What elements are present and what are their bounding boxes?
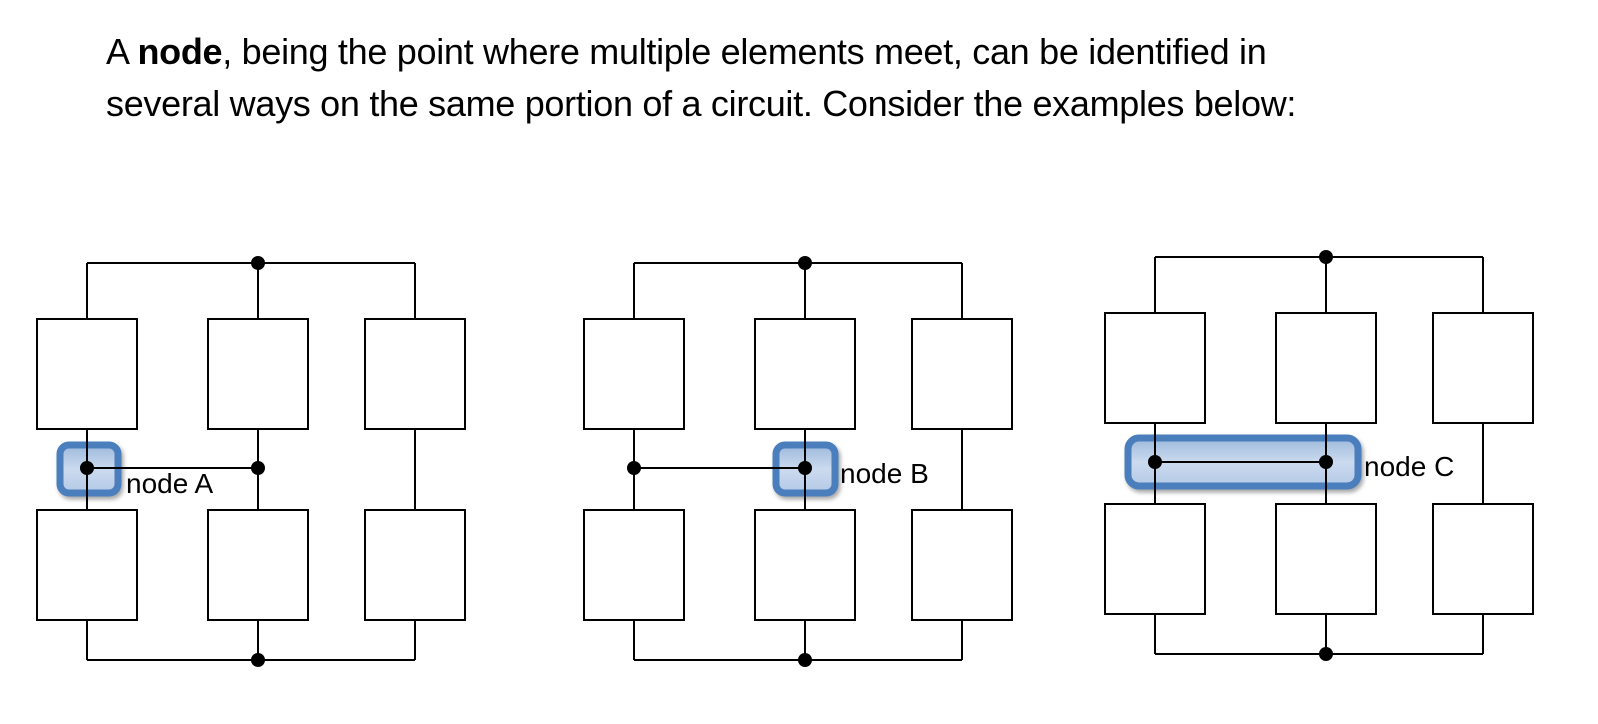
node-label: node A (126, 468, 214, 499)
circuit-diagram-node-a: node A (36, 256, 466, 667)
intro-line1: A node, being the point where multiple e… (106, 26, 1576, 78)
element-box (364, 318, 466, 430)
node-label: node C (1364, 451, 1454, 482)
element-box (1104, 503, 1206, 615)
junction-dot (627, 461, 641, 475)
circuit-diagram-node-b: node B (583, 256, 1013, 667)
junction-dot (1319, 250, 1333, 264)
intro-bold-term: node (137, 31, 223, 72)
element-box (911, 509, 1013, 621)
element-box (911, 318, 1013, 430)
intro-line2: several ways on the same portion of a ci… (106, 83, 1297, 124)
intro-text: A node, being the point where multiple e… (106, 26, 1576, 130)
element-box (1432, 312, 1534, 424)
intro-prefix: A (106, 31, 138, 72)
element-box (207, 318, 309, 430)
junction-dot (1319, 647, 1333, 661)
junction-dot (798, 461, 812, 475)
element-box (207, 509, 309, 621)
element-box (583, 509, 685, 621)
junction-dot (1148, 455, 1162, 469)
element-box (754, 318, 856, 430)
element-box (1104, 312, 1206, 424)
element-box (1432, 503, 1534, 615)
element-box (754, 509, 856, 621)
element-box (36, 318, 138, 430)
junction-dot (251, 461, 265, 475)
element-box (583, 318, 685, 430)
circuit-diagram-node-c: node C (1104, 250, 1534, 661)
junction-dot (251, 653, 265, 667)
element-box (1275, 503, 1377, 615)
element-box (36, 509, 138, 621)
junction-dot (1319, 455, 1333, 469)
junction-dot (80, 461, 94, 475)
node-label: node B (840, 458, 929, 489)
intro-line1-rest: , being the point where multiple element… (222, 31, 1267, 72)
element-box (364, 509, 466, 621)
element-box (1275, 312, 1377, 424)
junction-dot (798, 256, 812, 270)
junction-dot (798, 653, 812, 667)
junction-dot (251, 256, 265, 270)
